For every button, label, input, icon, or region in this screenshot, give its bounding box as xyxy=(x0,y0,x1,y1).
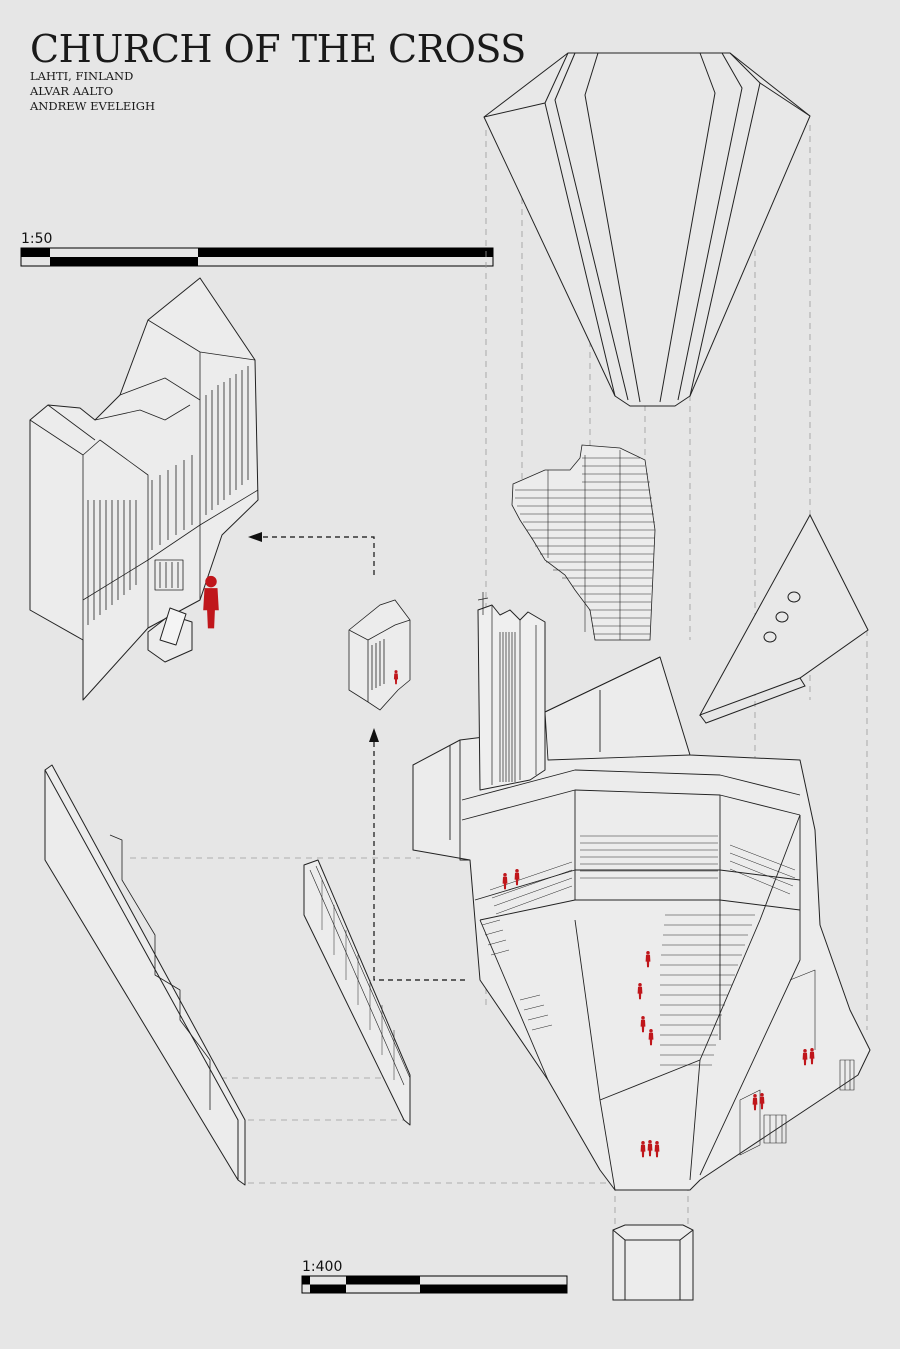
organ-detail-large xyxy=(29,277,259,701)
arrow-heads xyxy=(248,532,379,742)
scale-label-detail: 1:50 xyxy=(21,231,53,247)
triangular-wall-panel xyxy=(698,513,869,724)
location-text: LAHTI, FINLAND xyxy=(30,69,134,83)
reference-arrows xyxy=(258,536,465,981)
page-title: CHURCH OF THE CROSS xyxy=(30,27,526,71)
scale-label-overall: 1:400 xyxy=(302,1259,343,1275)
author-text: ANDREW EVELEIGH xyxy=(30,99,156,113)
roof-element xyxy=(483,52,811,407)
church-main-body xyxy=(412,592,871,1191)
side-wall-slab xyxy=(44,764,411,1186)
architect-text: ALVAR AALTO xyxy=(30,84,114,98)
organ-detail-small xyxy=(348,599,411,711)
entrance-element xyxy=(612,1224,694,1301)
scale-bar-overall xyxy=(301,1275,568,1294)
scale-bar-detail xyxy=(20,247,494,267)
seating-block xyxy=(511,444,656,641)
